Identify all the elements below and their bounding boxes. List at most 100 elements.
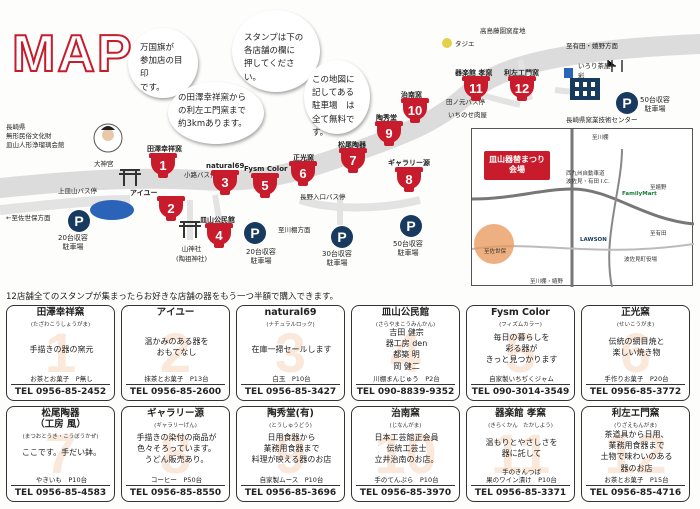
shop-card[interactable]: 1 田澤幸祥窯 (たざわこうしょうがま) 手描きの器の窯元 お茶とお菓子 P無し… xyxy=(6,305,115,401)
shop-service: 自家製いちぢくジャム xyxy=(489,375,554,383)
info-bubble-flags: 万国旗が 参加店の目印 です。 xyxy=(128,28,198,98)
shop-marker-2[interactable]: 2 xyxy=(157,196,185,222)
shop-card[interactable]: 7 松尾陶器 （工房 風） (まつおとうき・こうぼうかぜ) ここです。手だい鉢。… xyxy=(6,406,115,502)
info-bubble-distance: の田澤幸祥窯から の利左エ門窯まで 約3kmあります。 xyxy=(168,82,264,144)
shop-reading: (ギャラリーげん) xyxy=(154,423,197,429)
parking-icon: P xyxy=(400,215,422,237)
shop-label: いちのせ肉屋 xyxy=(448,111,487,119)
shop-name: 松尾陶器 （工房 風） xyxy=(35,408,86,430)
shop-description: 日用食器から 業務用食器まで 料理が映える器のお店 xyxy=(251,433,332,465)
shop-description: 温もりとやさしさを 器に託して xyxy=(485,438,558,459)
shop-reading: (きらくかん たかしよう) xyxy=(488,423,553,429)
area-map-inset: 皿山器替まつり 会場 至川棚 至嬉野 西九州自動車道 波佐見・有田 I.C. 至… xyxy=(471,128,694,287)
daijingu-label: 大神宮 xyxy=(94,160,114,168)
house-icon xyxy=(564,68,573,78)
parking-icon: P xyxy=(331,226,353,248)
shop-reading: (たざわこうしょうがま) xyxy=(30,322,91,328)
shop-phone: TEL 090-3014-3549 xyxy=(471,387,570,397)
shop-marker-label: ギャラリー源 xyxy=(388,159,430,167)
shop-card[interactable]: 8 ギャラリー源 (ギャラリーげん) 手描きの染付の商品が 色々そろっています。… xyxy=(121,406,230,502)
parking-icon: P xyxy=(244,222,266,244)
shrine-label: 山神社 (陶祖神社) xyxy=(176,245,208,263)
shop-marker-8[interactable]: 8 xyxy=(395,167,423,193)
shop-card[interactable]: 3 natural69 (ナチュラルロック) 在庫一掃セールします 白玉 P10… xyxy=(236,305,345,401)
shop-phone: TEL 0956-85-3772 xyxy=(589,387,682,397)
shop-description: 手描きの器の窯元 xyxy=(29,345,94,354)
center-label: 長崎県窯業技術センター xyxy=(566,116,638,124)
shop-card[interactable]: 10 治南窯 (じなんがま) 日本工芸館正会員 伝統工芸士 立井治南のお店。 手… xyxy=(351,406,460,502)
shop-marker-7[interactable]: 7 xyxy=(339,148,367,174)
inset-label: 至佐世保 xyxy=(484,249,507,255)
shop-name: Fysm Color xyxy=(491,307,550,318)
shop-name: 正光窯 xyxy=(621,307,650,318)
shop-description: 茶道具から日用、 業務用食器まで 土物で味わいのある 器のお店 xyxy=(600,430,673,473)
shop-name: 器楽館 孝窯 xyxy=(495,408,546,419)
shop-description: 伝統の網目焼と 楽しい焼き物 xyxy=(608,337,665,358)
shop-card[interactable]: 4 皿山公民館 (さらやまこうみんかん) 吉田 健宗 器工房 den 都築 明 … xyxy=(351,305,460,401)
shop-phone: TEL 0956-85-4716 xyxy=(589,488,682,498)
inset-label: 至嬉野 xyxy=(650,185,667,191)
shop-card[interactable]: 5 Fysm Color (フィズムカラー) 毎日の暮らしを 彩る器が きっと見… xyxy=(466,305,575,401)
shop-marker-label: 利左工門窯 xyxy=(504,69,539,77)
shop-card[interactable]: 6 正光窯 (せいこうがま) 伝統の網目焼と 楽しい焼き物 手作りお菓子 P20… xyxy=(581,305,690,401)
shop-phone: TEL 0956-85-3696 xyxy=(244,488,337,498)
direction-arita: 至有田・嬉野方面 xyxy=(566,42,618,50)
shop-marker-label: 治南窯 xyxy=(401,91,422,99)
info-bubble-stamps: スタンプは下の 各店舗の欄に 押してください。 xyxy=(232,10,320,92)
inset-label: 至川棚 xyxy=(592,135,609,141)
shop-service: やきいも P10台 xyxy=(35,476,88,484)
shop-marker-label: 陶秀堂 xyxy=(376,114,397,122)
shop-service: 抹茶とお菓子 P13台 xyxy=(144,375,209,383)
shop-description: 吉田 健宗 器工房 den 都築 明 岡 健二 xyxy=(385,328,428,371)
shop-description: ここです。手だい鉢。 xyxy=(21,448,102,457)
shop-reading: (さらやまこうみんかん) xyxy=(375,322,436,328)
shop-service: 川棚まんじゅう P2台 xyxy=(373,375,440,383)
shop-phone: TEL 0956-85-3371 xyxy=(474,488,567,498)
shop-marker-1[interactable]: 1 xyxy=(149,153,177,179)
shop-phone: TEL 0956-85-3970 xyxy=(359,488,452,498)
pond xyxy=(90,200,134,220)
shop-marker-label: アイユー xyxy=(130,189,158,197)
shop-reading: (じなんがま) xyxy=(389,423,422,429)
shop-marker-label: 正光窯 xyxy=(293,154,314,162)
shop-card[interactable]: 9 陶秀堂(有) (とうしゅうどう) 日用食器から 業務用食器まで 料理が映える… xyxy=(236,406,345,502)
shop-service: お茶とお菓子 P無し xyxy=(30,375,93,383)
direction-sasebo: ←至佐世保方面 xyxy=(6,214,51,222)
shop-marker-11[interactable]: 11 xyxy=(462,76,490,102)
shop-marker-label: 皿山公民館 xyxy=(200,216,235,224)
shop-name: 陶秀堂(有) xyxy=(267,408,314,419)
parking-label: 20台収容 駐車場 xyxy=(246,248,276,266)
inset-label: LAWSON xyxy=(580,237,607,243)
shop-name: 皿山公民館 xyxy=(381,307,430,318)
shop-marker-5[interactable]: 5 xyxy=(251,173,279,199)
parking-label: 30台収容 駐車場 xyxy=(322,250,352,268)
shop-marker-10[interactable]: 10 xyxy=(401,98,429,124)
shop-phone: TEL 090-8839-9352 xyxy=(356,387,455,397)
shop-marker-label: 器楽館 孝窯 xyxy=(455,69,493,77)
restaurant-icon xyxy=(607,60,623,72)
shop-phone: TEL 0956-85-8550 xyxy=(129,488,222,498)
shop-description: 手描きの染付の商品が 色々そろっています。 うどん販売あり。 xyxy=(136,433,217,465)
inset-label: 至有田 xyxy=(650,231,667,237)
shop-service: コーヒー P50台 xyxy=(150,476,203,484)
shop-marker-6[interactable]: 6 xyxy=(289,161,317,187)
shop-reading: (フィズムカラー) xyxy=(499,322,542,328)
shop-marker-3[interactable]: 3 xyxy=(211,170,239,196)
shop-name: 治南窯 xyxy=(391,408,420,419)
shop-name: 利左エ門窯 xyxy=(611,408,660,419)
shop-service: お茶とお菓子 P15台 xyxy=(604,476,669,484)
museum-label: 長崎県 無形民俗文化財 皿山人形浄瑠璃会館 xyxy=(6,123,65,149)
shop-marker-label: 田澤幸祥窯 xyxy=(147,145,182,153)
shop-card[interactable]: 12 利左エ門窯 (りざえもんがま) 茶道具から日用、 業務用食器まで 土物で味… xyxy=(581,406,690,502)
shop-marker-9[interactable]: 9 xyxy=(375,121,403,147)
shop-name: 田澤幸祥窯 xyxy=(36,307,85,318)
shop-reading: (りざえもんがま) xyxy=(614,423,657,429)
shop-phone: TEL 0956-85-4583 xyxy=(14,488,107,498)
shop-name: アイユー xyxy=(156,307,195,318)
info-bubble-parking: この地図に 記してある 駐車場 は 全て無料です。 xyxy=(304,60,370,138)
shop-card[interactable]: 2 アイユー 温かみのある器を おもてなし 抹茶とお菓子 P13台 TEL 09… xyxy=(121,305,230,401)
shop-card[interactable]: 11 器楽館 孝窯 (きらくかん たかしよう) 温もりとやさしさを 器に託して … xyxy=(466,406,575,502)
shop-marker-12[interactable]: 12 xyxy=(508,76,536,102)
shop-marker-4[interactable]: 4 xyxy=(205,223,233,249)
page-title: MAP xyxy=(11,24,134,84)
